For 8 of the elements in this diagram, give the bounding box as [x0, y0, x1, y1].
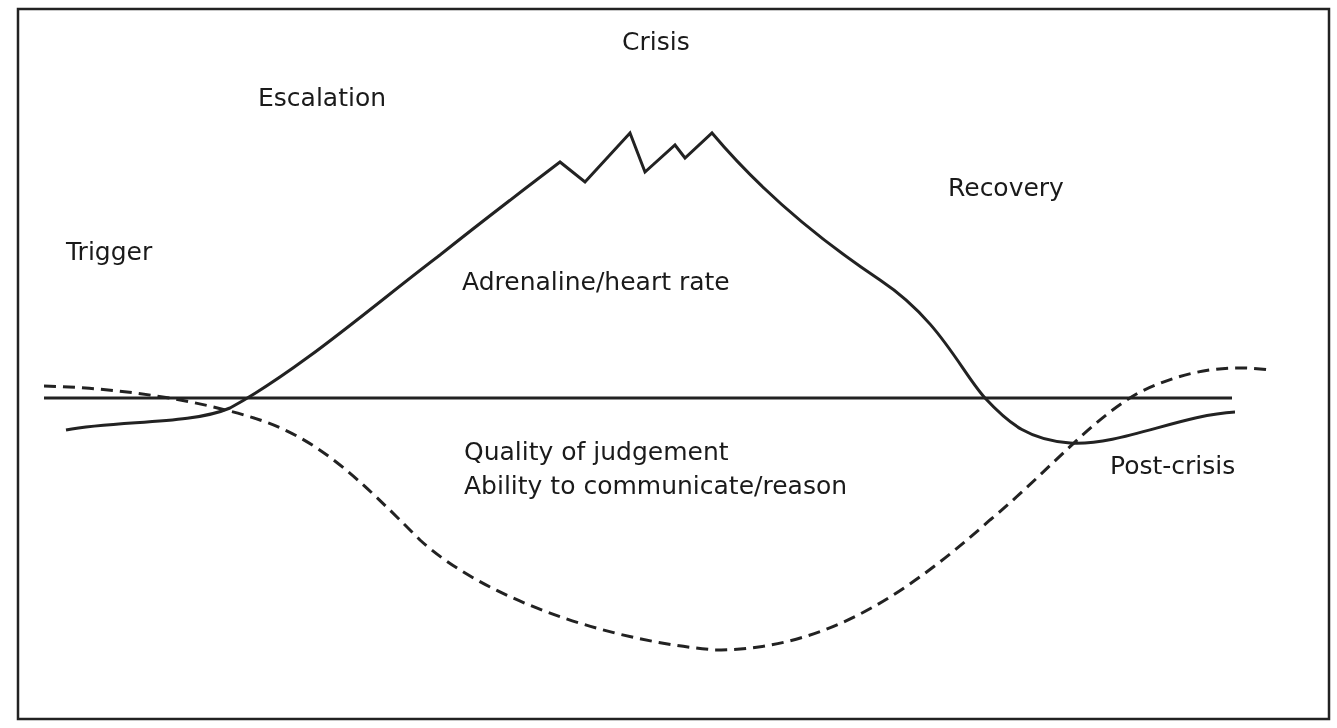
phase-label: Recovery [948, 174, 1064, 202]
phase-label: Quality of judgement [464, 438, 729, 466]
phase-label: Crisis [622, 28, 690, 56]
phase-label: Trigger [66, 238, 153, 266]
phase-label: Post-crisis [1110, 452, 1236, 480]
phase-label: Escalation [258, 84, 387, 112]
phase-label: Ability to communicate/reason [464, 472, 848, 500]
phase-label: Adrenaline/heart rate [462, 268, 730, 296]
